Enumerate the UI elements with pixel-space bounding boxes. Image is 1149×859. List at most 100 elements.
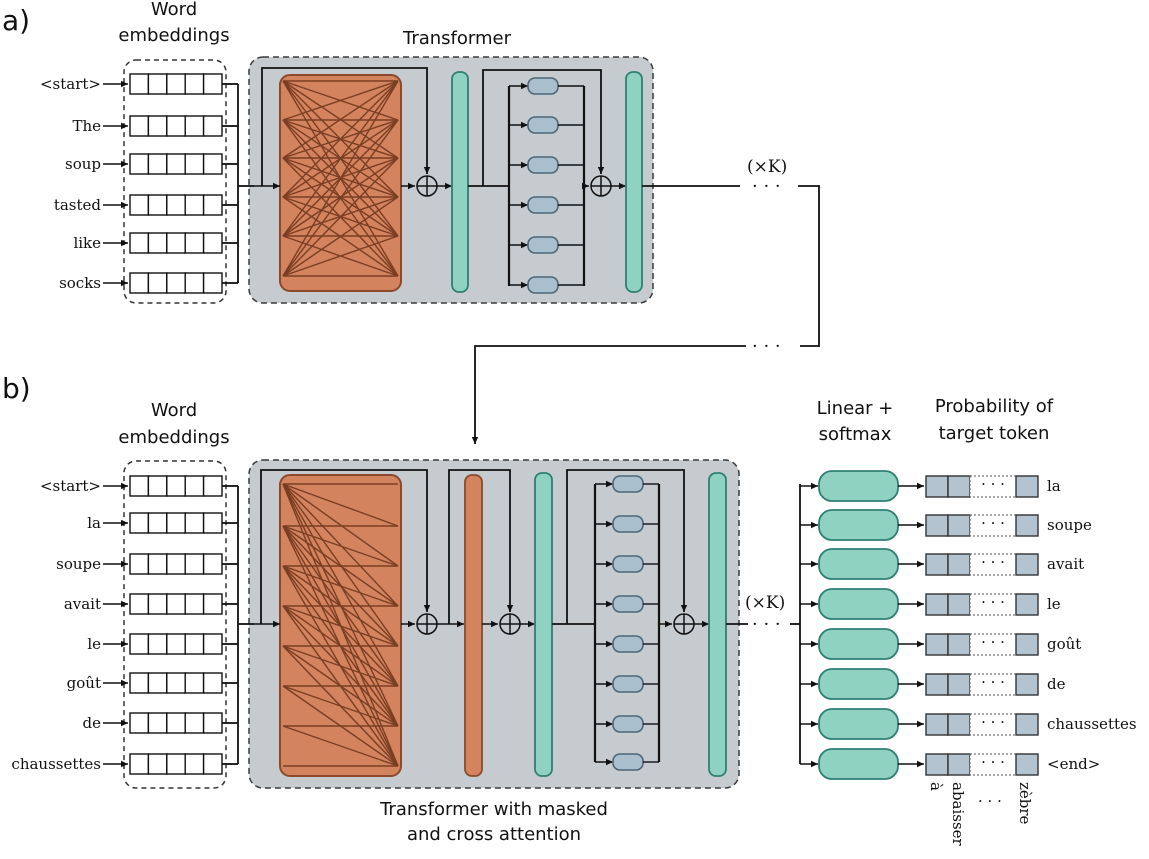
panel-a-add-2-symbol <box>591 176 611 196</box>
panel-b-label: b) <box>2 372 31 405</box>
linear-softmax-1 <box>818 509 899 541</box>
prob-cell <box>947 753 971 776</box>
panel-b-embedding-cell <box>202 753 223 775</box>
panel-b-embedding-5 <box>129 672 223 694</box>
prob-cell <box>925 514 949 537</box>
linear-softmax-4 <box>818 628 899 660</box>
panel-b-embedding-cell <box>147 712 168 734</box>
panel-a-embedding-cell <box>147 232 168 254</box>
panel-b-transformer-title-line2: and cross attention <box>407 824 581 845</box>
output-token-3: le <box>1047 595 1061 613</box>
panel-b-embedding-cell <box>184 633 205 655</box>
panel-a-embedding-3 <box>129 194 223 216</box>
panel-b-embedding-cell <box>129 512 150 534</box>
panel-b-mlp-unit-7 <box>612 753 644 771</box>
panel-b-embedding-cell <box>166 512 186 534</box>
panel-b-transformer-title-line1: Transformer with masked <box>379 799 608 820</box>
panel-a-embedding-cell <box>184 73 205 95</box>
panel-b-embedding-cell <box>147 672 168 694</box>
panel-b-embedding-cell <box>202 633 223 655</box>
probability-vector-7: · · · <box>925 753 1039 776</box>
panel-b-ellipsis: · · · <box>752 614 781 635</box>
panel-b-embedding-cell <box>147 633 168 655</box>
panel-a-embedding-cell <box>184 272 205 294</box>
panel-a-embedding-4 <box>129 232 223 254</box>
panel-b-embedding-cell <box>184 712 205 734</box>
vocab-label-zebre: zèbre <box>1016 782 1034 825</box>
panel-a-embeddings-box <box>123 59 227 304</box>
panel-b-attention-edge <box>282 605 399 767</box>
vocab-label-ellipsis: · · · <box>978 792 1002 810</box>
panel-b-add-3-symbol <box>674 614 694 634</box>
panel-a-embedding-cell <box>129 115 150 137</box>
panel-b-embedding-cell <box>166 593 186 615</box>
prob-cell <box>947 673 971 696</box>
panel-b-embedding-cell <box>202 512 223 534</box>
prob-cell <box>925 475 949 498</box>
panel-b-embedding-cell <box>202 712 223 734</box>
panel-a-embedding-1 <box>129 115 223 137</box>
prob-ellipsis: · · · <box>981 753 1005 771</box>
panel-b-token-6: de <box>83 714 102 732</box>
output-token-7: <end> <box>1047 755 1100 773</box>
probability-vector-2: · · · <box>925 553 1039 576</box>
panel-b-token-1: la <box>87 514 101 532</box>
panel-b-mlp-unit-6 <box>612 715 644 733</box>
panel-b-embedding-merge-lines <box>222 485 254 765</box>
panel-a-embedding-vectors <box>129 73 223 294</box>
panel-b-embeddings-box <box>123 460 227 789</box>
panel-a-attention-edge <box>282 80 399 121</box>
panel-b-embedding-cell <box>166 553 186 575</box>
panel-b-attention-edge <box>282 483 399 727</box>
panel-b-mlp-units <box>595 475 659 771</box>
panel-b-embedding-cell <box>202 553 223 575</box>
prob-cell <box>947 553 971 576</box>
panel-b-embedding-cell <box>184 593 205 615</box>
panel-b-mlp-unit-3 <box>612 595 644 613</box>
panel-b-embedding-cell <box>184 672 205 694</box>
panel-b-attention-edge <box>282 525 399 767</box>
prob-ellipsis: · · · <box>981 514 1005 532</box>
panel-b-embedding-cell <box>184 553 205 575</box>
panel-b-embedding-cell <box>166 712 186 734</box>
panel-b-attention-edge <box>282 725 399 767</box>
panel-b-embedding-cell <box>147 512 168 534</box>
panel-a-mlp-unit-2 <box>527 156 559 174</box>
panel-a-embedding-cell <box>202 232 223 254</box>
panel-b-attention-edge <box>282 483 399 567</box>
panel-a-embedding-cell <box>147 194 168 216</box>
prob-ellipsis: · · · <box>981 673 1005 691</box>
encoder-to-decoder-connector <box>471 345 746 444</box>
output-token-1: soupe <box>1047 516 1092 534</box>
panel-a-embedding-cell <box>202 115 223 137</box>
panel-b-embedding-cell <box>184 512 205 534</box>
vocab-label-a-grave: à <box>927 782 945 791</box>
panel-a-embedding-cell <box>202 194 223 216</box>
panel-a-embedding-2 <box>129 153 223 175</box>
panel-a-mlp-unit-3 <box>527 196 559 214</box>
panel-a-layer-norm-1 <box>451 71 469 293</box>
panel-a-mlp-units <box>509 77 584 294</box>
panel-b-layer-norm-2 <box>708 472 727 777</box>
panel-b-attention-edge <box>282 483 399 647</box>
panel-a-attention-edge <box>282 80 399 277</box>
panel-b-mlp-unit-4 <box>612 635 644 653</box>
panel-b: b) Word embeddings Linear + softmax Prob… <box>2 372 1137 847</box>
panel-a-residual-1 <box>261 67 431 186</box>
prob-cell <box>947 633 971 656</box>
panel-b-token-0: <start> <box>40 477 101 495</box>
panel-a-embedding-cell <box>184 115 205 137</box>
output-token-6: chaussettes <box>1047 715 1137 733</box>
panel-b-token-7: chaussettes <box>11 755 101 773</box>
probability-vector-1: · · · <box>925 514 1039 537</box>
panel-a-label: a) <box>2 4 30 37</box>
panel-a-token-2: soup <box>65 155 101 173</box>
linear-softmax-7 <box>818 748 899 780</box>
prob-cell <box>925 713 949 736</box>
panel-b-embedding-cell <box>129 475 150 497</box>
panel-b-residual-3 <box>566 469 688 624</box>
panel-b-token-2: soupe <box>56 555 101 573</box>
panel-b-embedding-cell <box>184 475 205 497</box>
prob-cell <box>947 514 971 537</box>
